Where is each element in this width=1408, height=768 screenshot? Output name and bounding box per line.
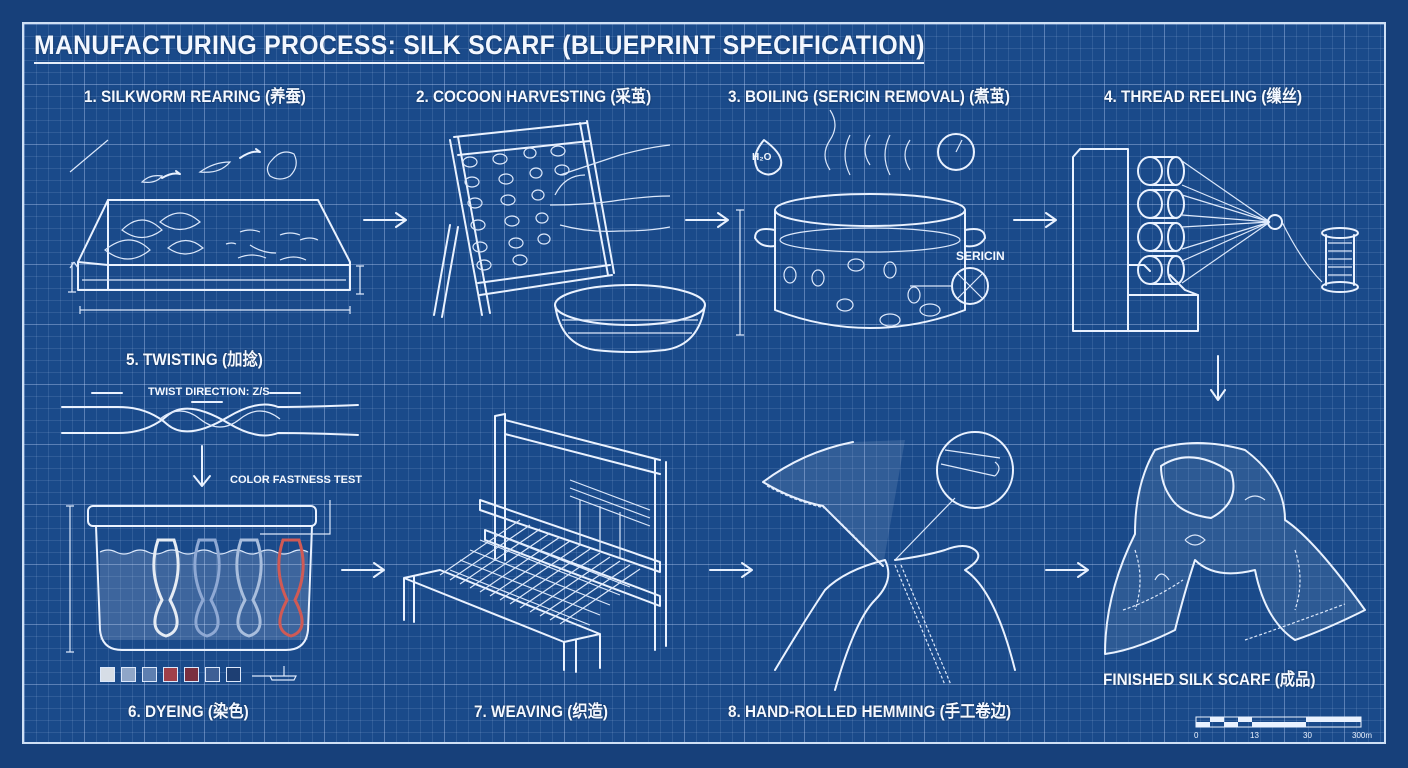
- scale-tick-30: 30: [1303, 731, 1312, 740]
- cocoon-frame-icon: [433, 120, 706, 353]
- dye-swatch: [121, 667, 136, 682]
- dye-swatch: [205, 667, 220, 682]
- loom-icon: [403, 413, 667, 673]
- hemming-hands-icon: [762, 431, 1016, 691]
- arrow-down-5-to-6: [193, 445, 211, 487]
- dye-bath-icon: [66, 500, 331, 653]
- silkworm-tray-icon: [68, 139, 364, 314]
- page-title: MANUFACTURING PROCESS: SILK SCARF (BLUEP…: [34, 30, 925, 60]
- arrow-8-to-final: [1045, 562, 1089, 578]
- step-7-label: 7. WEAVING (织造): [474, 702, 609, 721]
- step-5-label: 5. TWISTING (加捻): [126, 350, 263, 369]
- step-6-label: 6. DYEING (染色): [128, 702, 249, 721]
- dye-swatch: [184, 667, 199, 682]
- arrow-2-to-3: [685, 212, 729, 228]
- scale-tick-300m: 300m: [1352, 731, 1373, 740]
- step-1-label: 1. SILKWORM REARING (养蚕): [84, 87, 306, 106]
- dye-swatch: [142, 667, 157, 682]
- boiling-pot-icon: [736, 109, 989, 336]
- scale-tick-0: 0: [1194, 731, 1199, 740]
- thermometer-probe-icon: [252, 666, 297, 681]
- step-4-label: 4. THREAD REELING (缫丝): [1104, 87, 1303, 106]
- sericin-label: SERICIN: [956, 249, 1005, 263]
- step-3-label: 3. BOILING (SERICIN REMOVAL) (煮茧): [728, 87, 1010, 106]
- twist-direction-label: TWIST DIRECTION: Z/S: [148, 386, 270, 398]
- twisted-thread-icon: [61, 392, 359, 437]
- dye-swatch: [100, 667, 115, 682]
- dye-swatch: [163, 667, 178, 682]
- arrow-4-to-final: [1210, 355, 1226, 401]
- arrow-6-to-7: [341, 562, 385, 578]
- final-label: FINISHED SILK SCARF (成品): [1103, 670, 1316, 689]
- blueprint-sheet: [22, 22, 1386, 744]
- scale-tick-13: 13: [1250, 731, 1259, 740]
- scale-bar: [1195, 716, 1362, 728]
- color-fastness-label: COLOR FASTNESS TEST: [230, 474, 363, 486]
- step-8-label: 8. HAND-ROLLED HEMMING (手工卷边): [728, 702, 1012, 721]
- scarf-icon: [1104, 442, 1366, 655]
- arrow-7-to-8: [709, 562, 753, 578]
- arrow-1-to-2: [363, 212, 407, 228]
- title-underline: [34, 62, 924, 64]
- arrow-3-to-4: [1013, 212, 1057, 228]
- step-2-label: 2. COCOON HARVESTING (采茧): [416, 87, 652, 106]
- dye-swatch: [226, 667, 241, 682]
- reeling-machine-icon: [1072, 148, 1359, 332]
- h2o-label: H₂O: [752, 152, 772, 163]
